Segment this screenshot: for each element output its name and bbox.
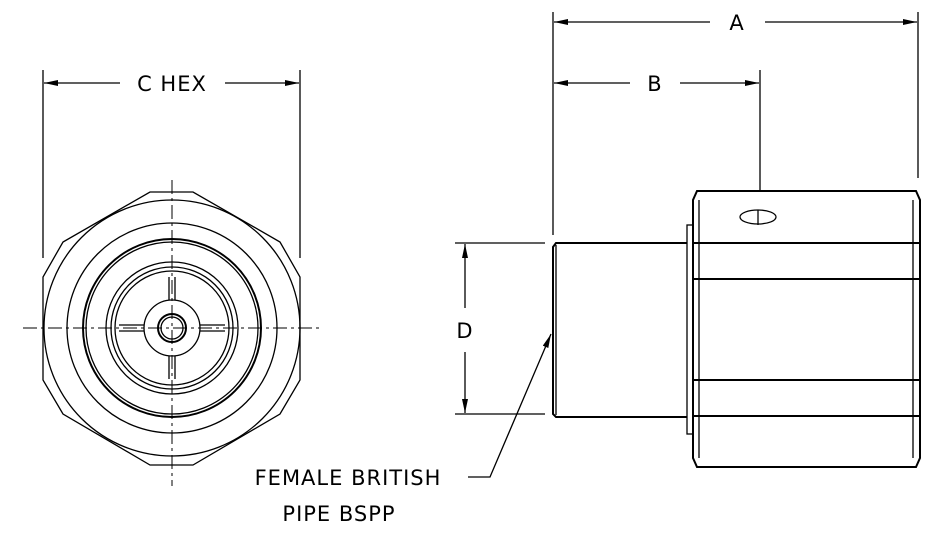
flange	[686, 224, 694, 435]
dimension-a-label: A	[729, 11, 744, 35]
dimension-b-label: B	[647, 72, 662, 96]
thread-spigot	[552, 242, 687, 418]
side-view	[552, 190, 921, 468]
hex-outline	[42, 191, 301, 466]
callout-line-2: PIPE BSPP	[282, 502, 395, 526]
callout-line-1: FEMALE BRITISH	[255, 466, 442, 490]
body-outline	[692, 190, 921, 468]
dimension-c-label: C HEX	[137, 72, 207, 96]
callout-leader	[468, 333, 552, 478]
dimension-d-label: D	[456, 319, 473, 343]
cross-spokes	[119, 277, 225, 379]
dimension-a: A	[552, 11, 919, 235]
end-view	[23, 180, 320, 486]
dimension-c-hex: C HEX	[42, 70, 301, 258]
dimension-d: D	[455, 242, 545, 415]
dimension-b: B	[554, 70, 761, 191]
